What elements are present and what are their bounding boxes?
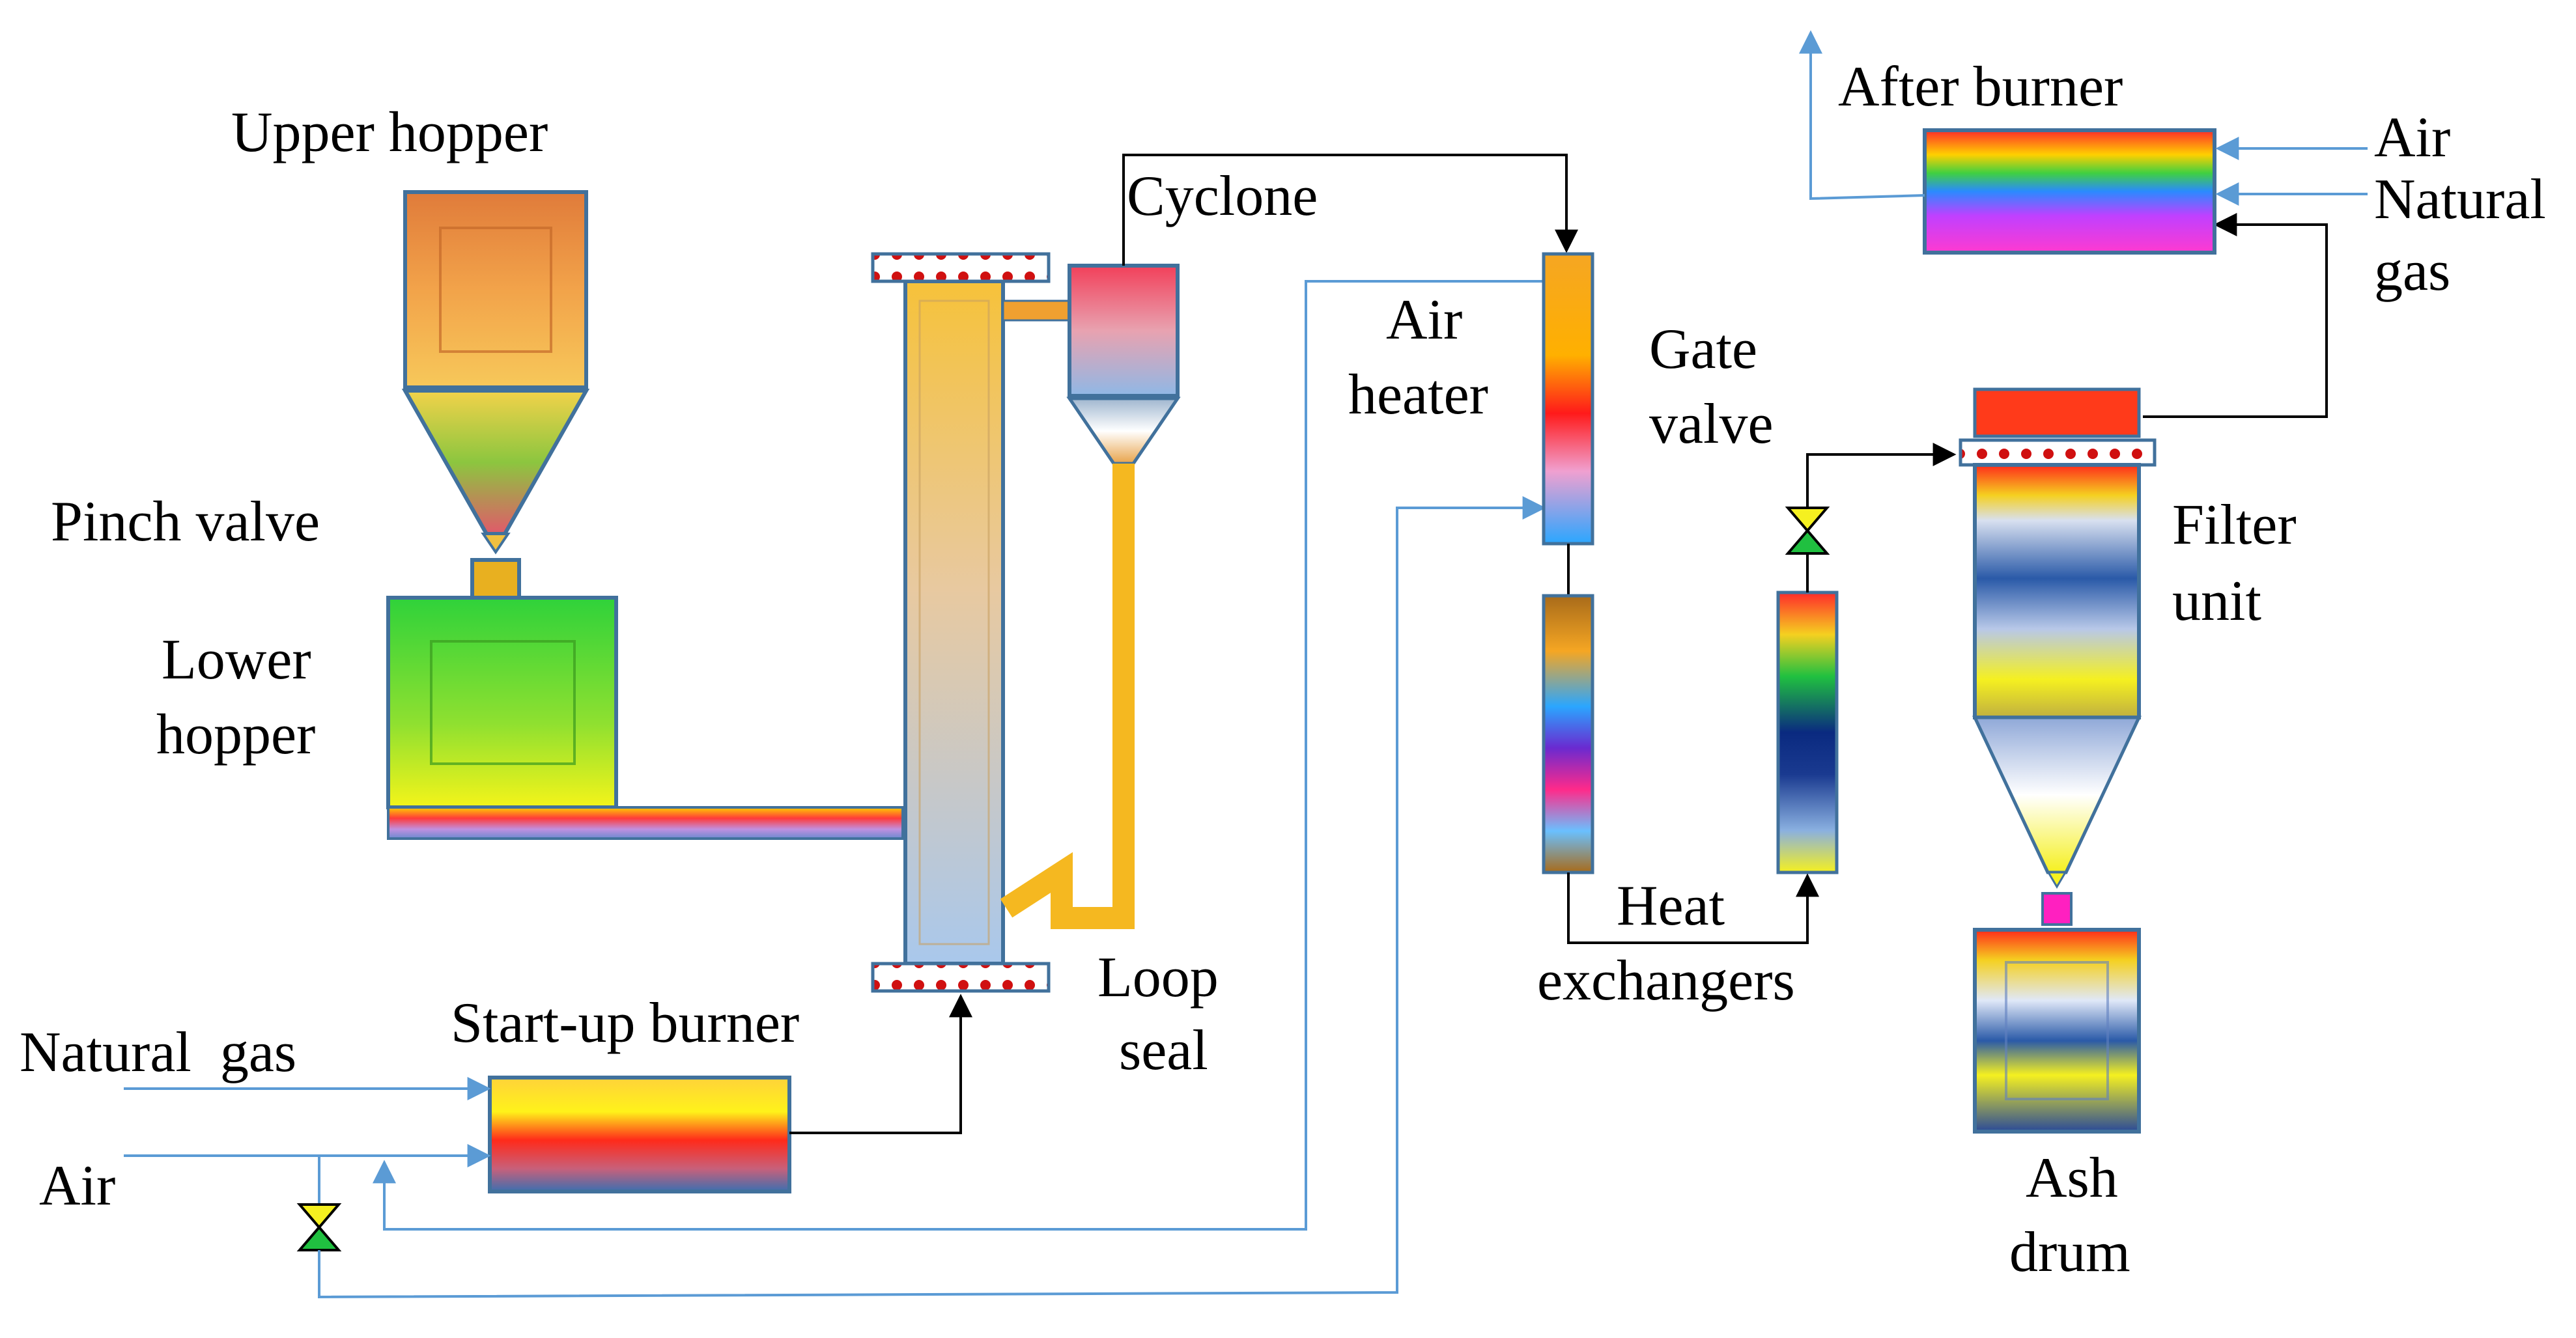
- label-gate-valve-1: Gate: [1649, 318, 1757, 381]
- label-ash-drum-2: drum: [2009, 1221, 2130, 1284]
- riser-top-flange: [871, 252, 1051, 283]
- label-pinch-valve: Pinch valve: [51, 490, 320, 553]
- gate-valve-to-filter-line: [1806, 443, 1957, 508]
- cyclone-to-air-heater-line: [1122, 154, 1578, 266]
- pinch-valve: [470, 533, 521, 602]
- label-filter-unit-2: unit: [2172, 570, 2261, 633]
- riser: [903, 279, 1005, 966]
- label-after-burner: After burner: [1838, 55, 2123, 118]
- riser-bottom-flange: [871, 962, 1051, 993]
- label-lower-hopper-2: hopper: [156, 703, 315, 766]
- label-natural-gas-left: Natural gas: [20, 1021, 296, 1084]
- heat-exchanger-1: [1542, 594, 1594, 874]
- start-up-burner: [488, 1076, 791, 1193]
- label-natural-gas-right-2: gas: [2374, 240, 2450, 303]
- label-heat-exchangers-1: Heat: [1617, 874, 1725, 938]
- burner-to-riser-line: [789, 994, 972, 1134]
- heat-exchanger-2: [1776, 591, 1839, 874]
- air-valve-icon[interactable]: [296, 1203, 342, 1251]
- air-heater-feed-line: [318, 496, 1546, 1299]
- heated-air-return-line: [373, 280, 1547, 1231]
- label-ash-drum-1: Ash: [2026, 1147, 2118, 1210]
- label-air-heater-1: Air: [1386, 288, 1462, 352]
- filter-unit: [1959, 387, 2157, 926]
- label-upper-hopper: Upper hopper: [231, 101, 548, 164]
- feed-pipe: [387, 806, 904, 840]
- loop-seal: [1000, 464, 1135, 929]
- filter-to-after-burner-line: [2143, 213, 2328, 418]
- after-burner: [1923, 128, 2216, 255]
- label-gate-valve-2: valve: [1649, 393, 1774, 456]
- label-air-heater-2: heater: [1348, 363, 1488, 426]
- cyclone: [1066, 264, 1181, 466]
- ash-drum: [1973, 928, 2141, 1134]
- label-lower-hopper-1: Lower: [162, 628, 311, 691]
- label-filter-unit-1: Filter: [2172, 494, 2297, 557]
- exhaust-line: [1799, 30, 1925, 201]
- label-air-left: Air: [39, 1154, 115, 1218]
- label-natural-gas-right-1: Natural: [2374, 168, 2546, 231]
- label-start-up-burner: Start-up burner: [451, 992, 799, 1055]
- air-heater: [1542, 252, 1594, 546]
- lower-hopper: [386, 596, 618, 809]
- riser-cyclone-duct: [1002, 300, 1076, 322]
- label-heat-exchangers-2: exchangers: [1537, 949, 1795, 1012]
- label-loop-seal-1: Loop: [1097, 946, 1219, 1009]
- label-air-right: Air: [2374, 106, 2450, 169]
- label-cyclone: Cyclone: [1127, 165, 1318, 228]
- gate-valve-icon[interactable]: [1785, 507, 1830, 555]
- heat-exchanger-link-line: [1567, 872, 1819, 944]
- upper-hopper: [401, 190, 590, 536]
- label-loop-seal-2: seal: [1119, 1019, 1208, 1082]
